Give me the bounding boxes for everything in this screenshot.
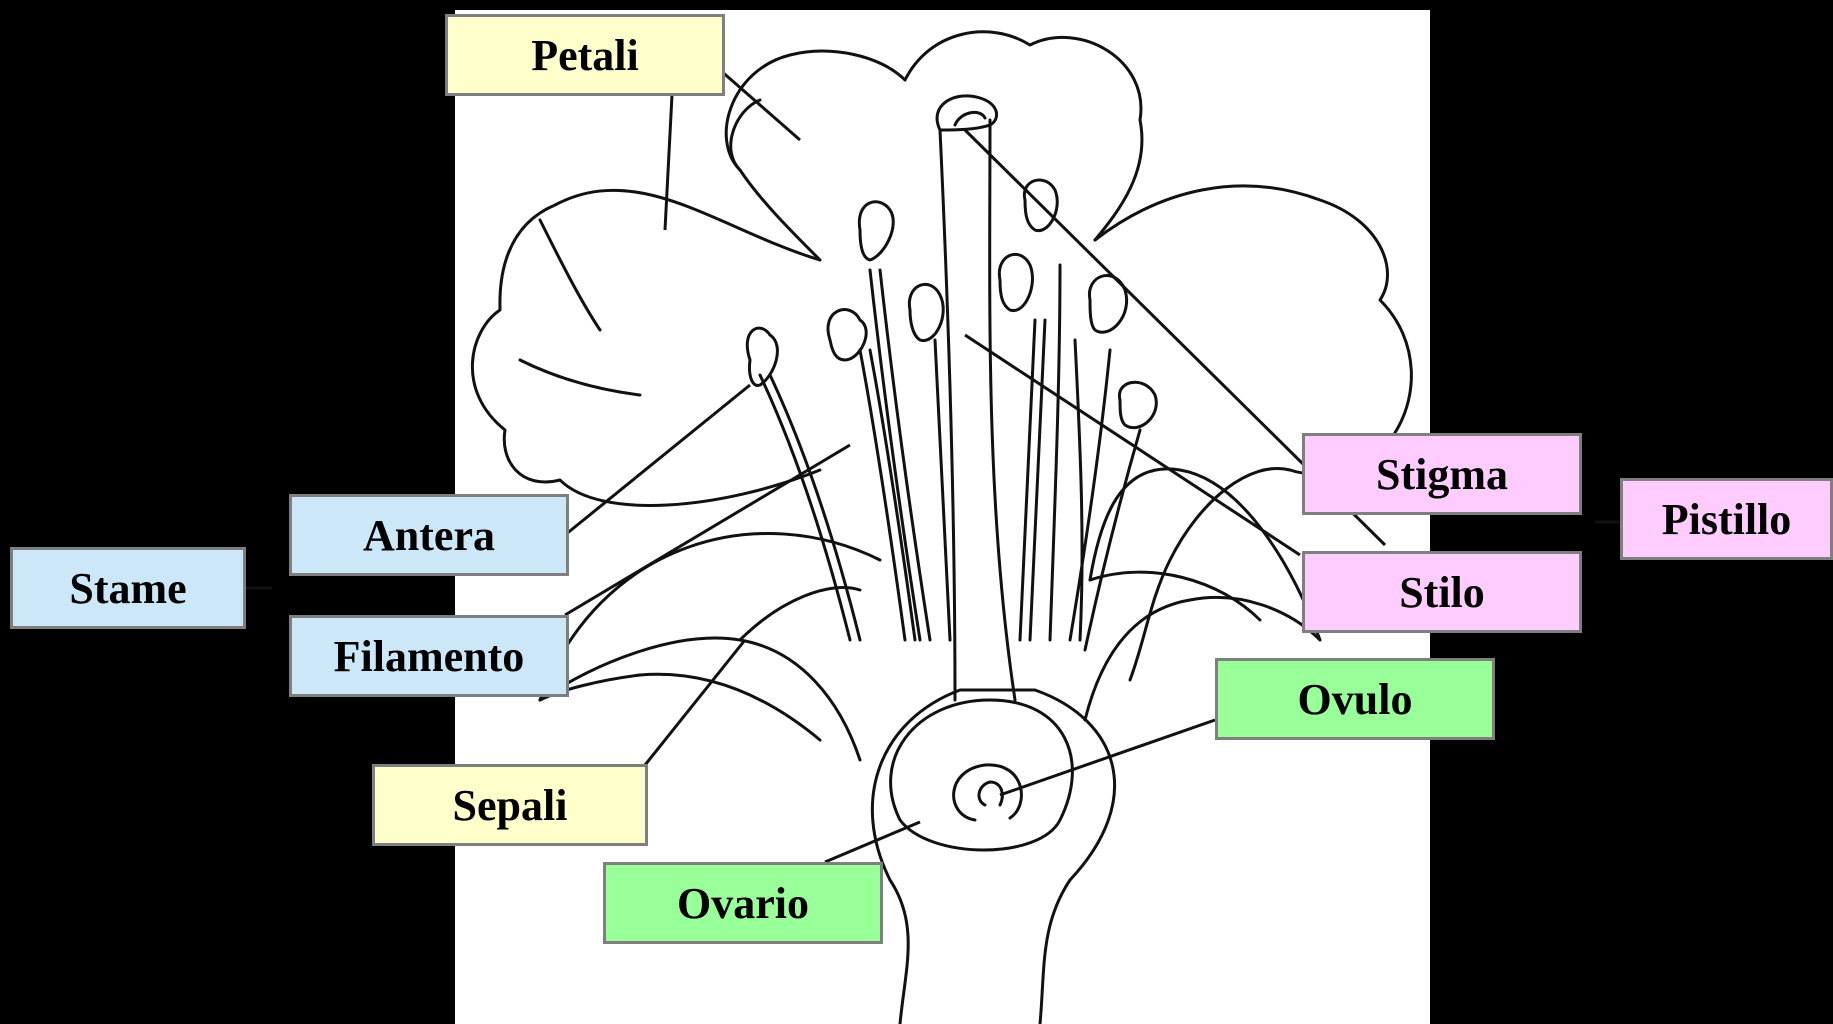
label-stame: Stame — [10, 547, 246, 629]
label-pistillo: Pistillo — [1620, 478, 1833, 560]
label-filamento: Filamento — [289, 615, 569, 697]
label-stilo: Stilo — [1302, 551, 1582, 633]
label-ovario: Ovario — [603, 862, 883, 944]
label-sepali: Sepali — [372, 764, 648, 846]
label-ovulo: Ovulo — [1215, 658, 1495, 740]
label-antera: Antera — [289, 494, 569, 576]
label-petali: Petali — [445, 14, 725, 96]
label-stigma: Stigma — [1302, 433, 1582, 515]
